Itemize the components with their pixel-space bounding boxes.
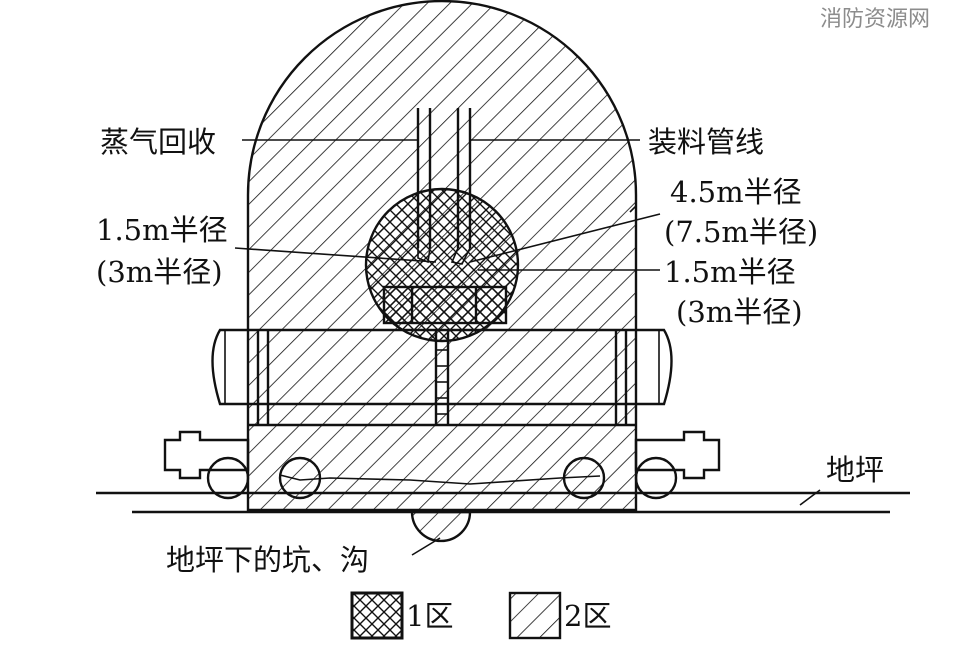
- legend-swatch-zone2: [508, 591, 562, 640]
- label-right-radius: 1.5m半径: [664, 255, 796, 289]
- label-vapor-recovery: 蒸气回收: [100, 125, 216, 159]
- legend-label-zone2: 2区: [564, 599, 611, 633]
- legend: 1区 2区: [350, 591, 611, 640]
- label-pit: 地坪下的坑、沟: [166, 543, 369, 577]
- legend-label-zone1: 1区: [406, 599, 453, 633]
- label-right-radius-alt: (3m半径): [676, 295, 803, 329]
- label-outer-radius-alt: (7.5m半径): [664, 215, 818, 249]
- vapor-recovery-pipe: [416, 108, 432, 264]
- label-ground: 地坪: [826, 453, 884, 487]
- label-loading-line: 装料管线: [648, 125, 764, 159]
- legend-swatch-zone1: [350, 591, 404, 640]
- label-left-radius-alt: (3m半径): [96, 255, 223, 289]
- pit-zone: [410, 510, 472, 543]
- watermark: 消防资源网: [820, 7, 930, 32]
- label-outer-radius: 4.5m半径: [670, 175, 802, 209]
- loading-line-pipe: [450, 108, 472, 265]
- zone1-hatch-box: [382, 285, 508, 325]
- label-left-radius: 1.5m半径: [96, 213, 228, 247]
- tank-car: [163, 328, 721, 500]
